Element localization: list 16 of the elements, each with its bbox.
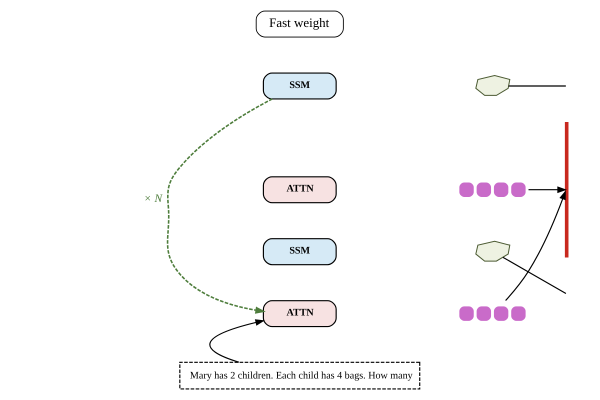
- node-box: SSM: [262, 238, 336, 266]
- arrow: [208, 319, 264, 363]
- legend-label: Fast weight: [268, 15, 329, 30]
- node-bar: [564, 122, 568, 258]
- node-box: ATTN: [262, 300, 336, 328]
- arrow: [528, 186, 566, 194]
- node-box: SSM: [262, 72, 336, 100]
- node-picture: [474, 75, 510, 96]
- connector: [502, 256, 566, 294]
- arrow: [166, 98, 272, 314]
- edge-label: × N: [143, 192, 162, 205]
- node-picture: [474, 240, 510, 262]
- connector: [508, 85, 566, 87]
- arrow: [504, 190, 566, 301]
- node-box: ATTN: [262, 176, 336, 204]
- node-box: Mary has 2 children. Each child has 4 bags. How many: [178, 362, 420, 390]
